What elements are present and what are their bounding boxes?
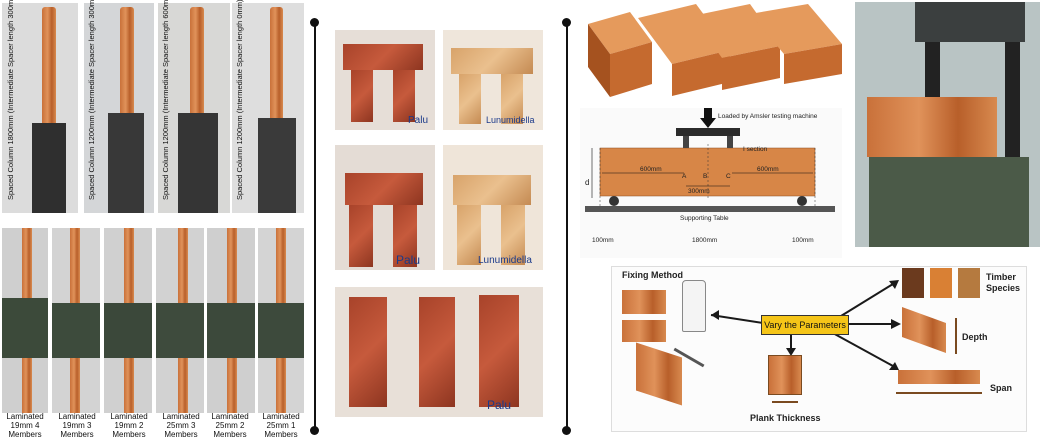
dim-600-right: 600mm xyxy=(757,166,779,173)
load-arrow xyxy=(700,108,716,128)
supporting-table xyxy=(585,206,835,212)
column-photo-3 xyxy=(158,3,230,213)
joint-photo-lunumidella-1 xyxy=(443,30,543,130)
laminated-photo-2 xyxy=(52,228,100,413)
beam-body xyxy=(600,148,815,196)
laminated-photo-6 xyxy=(258,228,304,413)
fixing-method-label: Fixing Method xyxy=(622,270,683,280)
span-label: Span xyxy=(990,383,1013,393)
species-swatch-dark xyxy=(902,268,924,298)
column-label-3: Spaced Column 1200mm (Intermediate Space… xyxy=(161,0,170,200)
depth-arrow xyxy=(955,318,957,354)
d-label: d xyxy=(585,178,590,187)
glue-bottle-icon xyxy=(682,280,706,332)
column-label-1: Spaced Column 1800mm (Intermediate Space… xyxy=(6,0,15,200)
load-plate xyxy=(676,128,740,136)
column-photo-4 xyxy=(232,3,304,213)
span-arrow xyxy=(896,392,982,394)
beam-illustrations xyxy=(588,4,842,97)
beam-1 xyxy=(588,12,652,97)
vary-parameters-box: Vary the Parameters xyxy=(761,315,849,335)
laminated-label-4: Laminated 25mm 3 Members xyxy=(162,412,200,439)
laminated-label-5: Laminated 25mm 2 Members xyxy=(211,412,249,439)
point-b: B xyxy=(703,173,708,180)
point-c: C xyxy=(726,173,731,180)
section-label: I section xyxy=(743,146,768,153)
support-label: Supporting Table xyxy=(680,215,729,222)
joint-caption-4: Lunumidella xyxy=(478,255,532,266)
beam-test-diagram xyxy=(580,108,842,258)
fixing-plank-2 xyxy=(622,320,666,342)
dim-600-left: 600mm xyxy=(640,166,662,173)
column-label-4: Spaced Column 1200mm (Intermediate Space… xyxy=(235,0,244,200)
laminated-label-6: Laminated 25mm 1 Members xyxy=(262,412,300,439)
species-swatch-tan xyxy=(958,268,980,298)
joint-caption-5: Palu xyxy=(487,398,512,412)
parameters-arrows xyxy=(710,280,901,370)
plank-thickness-block xyxy=(768,355,802,395)
joint-caption-1: Palu xyxy=(408,115,429,126)
column-photo-2 xyxy=(84,3,154,213)
vary-parameters-text: Vary the Parameters xyxy=(764,320,846,330)
laminated-photo-5 xyxy=(207,228,255,413)
depth-label: Depth xyxy=(962,332,988,342)
laminated-label-1: Laminated 19mm 4 Members xyxy=(6,412,44,439)
joint-photo-palu-1 xyxy=(335,30,435,130)
laminated-photo-1 xyxy=(2,228,48,413)
joint-caption-2: Lunumidella xyxy=(486,115,535,125)
dim-1800: 1800mm xyxy=(692,237,718,244)
laminated-label-3: Laminated 19mm 2 Members xyxy=(110,412,148,439)
fixing-plank-1 xyxy=(622,290,666,314)
timber-species-label: Timber Species xyxy=(986,272,1021,293)
plank-thickness-label: Plank Thickness xyxy=(750,413,821,423)
point-a: A xyxy=(682,173,687,180)
load-label: Loaded by Amsler testing machine xyxy=(718,113,818,120)
joint-photo-palu-3 xyxy=(335,287,543,417)
laminated-photo-4 xyxy=(156,228,204,413)
roller-left xyxy=(609,196,619,206)
plank-thickness-arrow xyxy=(772,401,798,403)
dim-300: 300mm xyxy=(688,188,710,195)
species-swatch-orange xyxy=(930,268,952,298)
dim-100-right: 100mm xyxy=(792,237,814,244)
dim-100-left: 100mm xyxy=(592,237,614,244)
roller-right xyxy=(797,196,807,206)
joint-photo-lunumidella-2 xyxy=(443,145,543,270)
column-label-2: Spaced Column 1200mm (Intermediate Space… xyxy=(87,0,96,200)
span-beam xyxy=(898,370,980,384)
laminated-label-2: Laminated 19mm 3 Members xyxy=(58,412,96,439)
laminated-photo-3 xyxy=(104,228,152,413)
joint-caption-3: Palu xyxy=(396,253,421,267)
beam-4 xyxy=(750,4,842,84)
column-photo-1 xyxy=(2,3,78,213)
joint-photo-palu-2 xyxy=(335,145,435,270)
beam-test-photo xyxy=(855,2,1040,247)
